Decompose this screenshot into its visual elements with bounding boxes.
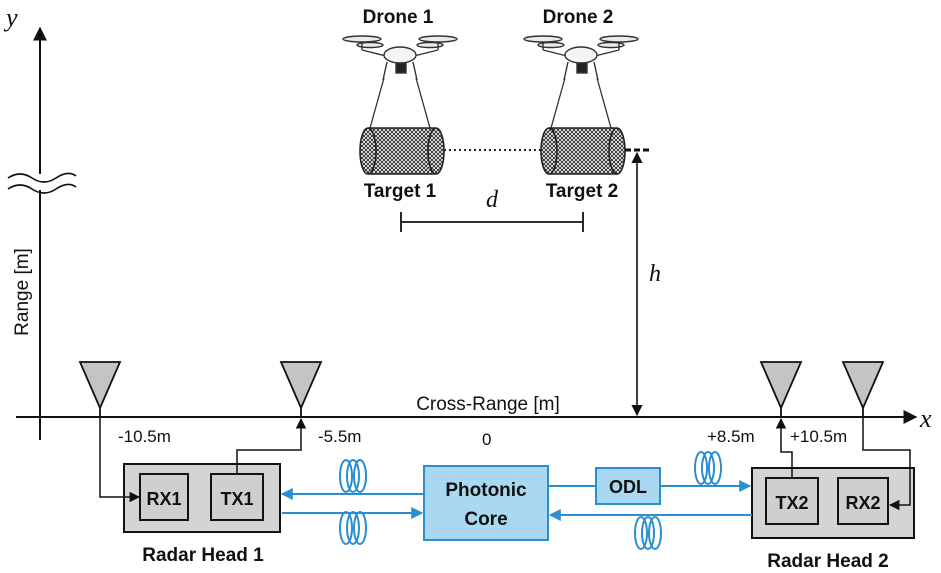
antenna-rx1: [78, 361, 122, 417]
fiber-spool-4: [634, 516, 662, 550]
x-axis-symbol: x: [919, 404, 932, 433]
odl-label: ODL: [609, 477, 647, 497]
rx2-box: [837, 477, 889, 525]
axis-break-line-lower: [7, 183, 77, 194]
tx1-label: TX1: [220, 489, 253, 509]
antenna-tx2: [759, 361, 803, 417]
position-label-1: -10.5m: [118, 427, 171, 446]
fiber-spool-3: [694, 451, 722, 485]
fiber-spool-1: [339, 459, 367, 493]
y-axis-symbol: y: [3, 3, 18, 32]
position-label-2: -5.5m: [318, 427, 361, 446]
rx1-feed: [99, 417, 141, 503]
y-axis: [7, 26, 77, 440]
radar-head-1-label: Radar Head 1: [142, 545, 264, 566]
antenna-rx2: [841, 361, 885, 417]
drone-1-icon: [342, 35, 458, 81]
tx2-label: TX2: [775, 493, 808, 513]
position-label-4: +8.5m: [707, 427, 755, 446]
drone-1-tethers: [369, 77, 431, 129]
photonic-core-box: [423, 465, 549, 541]
rx2-label: RX2: [845, 493, 880, 513]
y-axis-label: Range [m]: [12, 248, 33, 336]
target-1-label: Target 1: [364, 181, 437, 202]
tx1-feed: [236, 417, 307, 474]
position-label-3: 0: [482, 430, 491, 449]
radar-head-2-label: Radar Head 2: [767, 551, 888, 572]
axis-break-line-upper: [7, 172, 77, 183]
photonic-core-line2: Core: [464, 509, 507, 530]
separation-symbol: d: [486, 187, 499, 213]
drone-2-icon: [523, 35, 639, 81]
separation-dimension: [400, 212, 584, 232]
rx2-feed: [862, 417, 911, 511]
rx1-box: [139, 473, 189, 521]
tx2-box: [765, 477, 819, 525]
height-symbol: h: [649, 261, 661, 287]
target-1-cylinder: [359, 127, 445, 175]
drone-2-label: Drone 2: [543, 7, 614, 28]
position-label-5: +10.5m: [790, 427, 847, 446]
rx1-label: RX1: [146, 489, 181, 509]
antenna-tx1: [279, 361, 323, 417]
tx2-feed: [775, 417, 793, 478]
fiber-spool-2: [339, 511, 367, 545]
drone-2-tethers: [550, 77, 612, 129]
drone-1-label: Drone 1: [363, 7, 434, 28]
photonic-core-line1: Photonic: [445, 480, 527, 501]
x-axis-label: Cross-Range [m]: [416, 394, 560, 415]
target-2-label: Target 2: [546, 181, 619, 202]
target-2-cylinder: [540, 127, 626, 175]
tx1-box: [210, 473, 264, 521]
